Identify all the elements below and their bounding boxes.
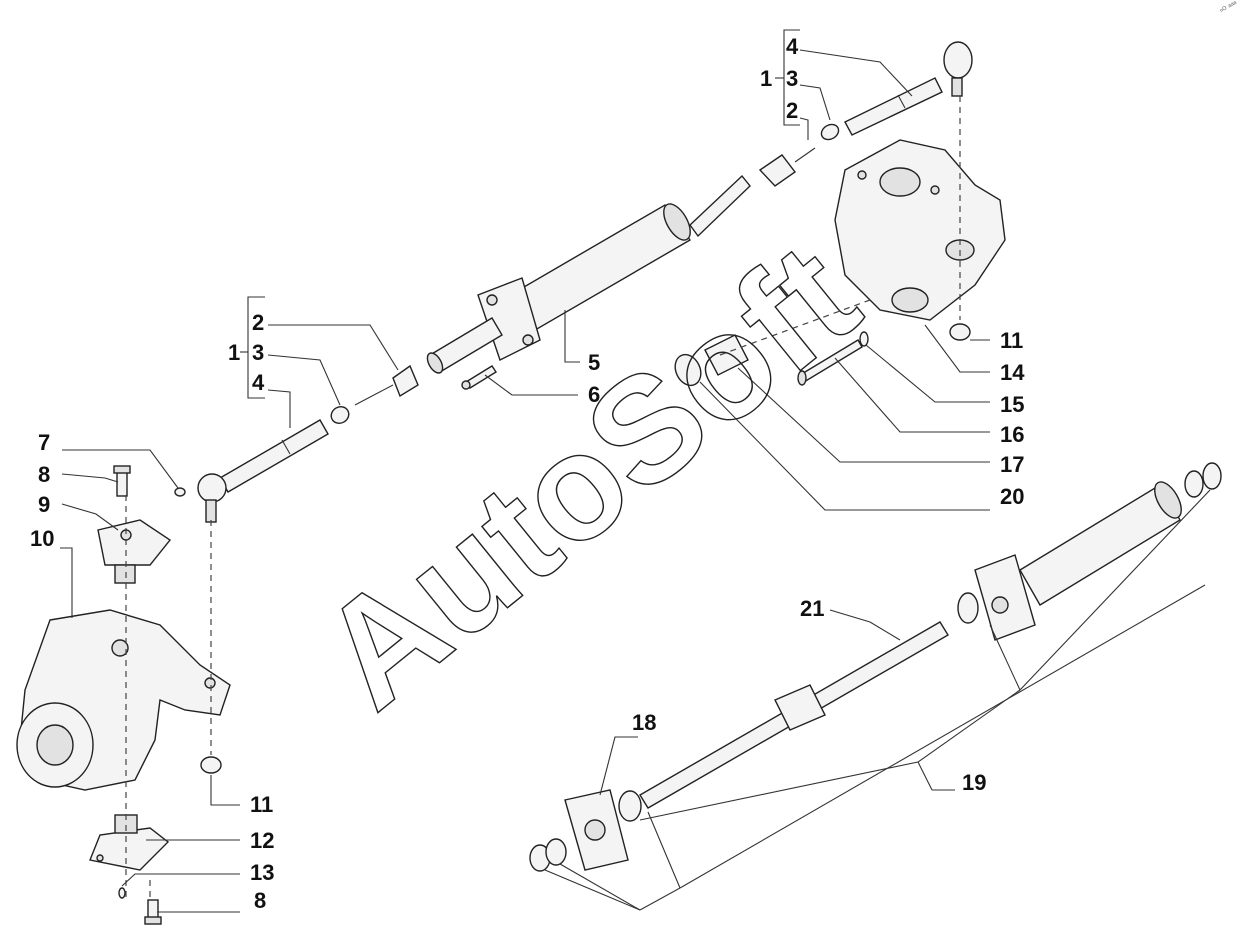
nut-11-left (200, 756, 222, 774)
callout-16: 16 (1000, 422, 1024, 447)
callout-14: 14 (1000, 360, 1025, 385)
grease-fitting-13 (118, 887, 126, 899)
washer-15 (859, 331, 869, 347)
upper-tie-rod (844, 41, 973, 136)
callout-9: 9 (38, 492, 50, 517)
callout-18: 18 (632, 710, 656, 735)
callout-upper-4: 4 (786, 34, 799, 59)
lower-tie-rod (197, 419, 329, 523)
bolt-6 (461, 365, 497, 390)
bushing-17 (704, 334, 749, 376)
callout-lower-1: 1 (228, 340, 240, 365)
callout-labels: 1 4 3 2 2 1 3 4 5 6 7 8 9 10 11 12 13 8 … (30, 34, 1025, 913)
callout-19: 19 (962, 770, 986, 795)
upper-ball-joint (758, 147, 816, 187)
callout-6: 6 (588, 382, 600, 407)
callout-12: 12 (250, 828, 274, 853)
callout-lower-4: 4 (252, 370, 265, 395)
callout-lower-2: 2 (252, 310, 264, 335)
left-steering-knuckle (16, 609, 231, 791)
lower-nut (330, 406, 350, 424)
upper-kingpin-arm (97, 519, 172, 584)
lower-kingpin-arm (89, 814, 170, 871)
callout-lower-3: 3 (252, 340, 264, 365)
seal-rings (529, 462, 1222, 872)
right-knuckle-boss (949, 323, 971, 341)
bolt-8-bottom (144, 899, 162, 925)
callout-21: 21 (800, 596, 824, 621)
callout-7: 7 (38, 430, 50, 455)
callout-5: 5 (588, 350, 600, 375)
assembly-axes (125, 96, 961, 900)
corner-mark: ⁿᴼ ᵃᵃᵃ (1219, 0, 1240, 16)
callout-upper-2: 2 (786, 98, 798, 123)
pin-16 (797, 339, 863, 386)
end-cap-18 (564, 789, 629, 871)
upper-nut (820, 123, 840, 141)
callout-8-bottom: 8 (254, 888, 266, 913)
right-steering-knuckle (834, 139, 1006, 321)
callout-10: 10 (30, 526, 54, 551)
bushing-20 (674, 353, 702, 387)
callout-13: 13 (250, 860, 274, 885)
grease-fitting-7 (174, 487, 186, 497)
callout-11-left: 11 (250, 792, 273, 817)
lower-cylinder-barrel (974, 481, 1182, 641)
callout-15: 15 (1000, 392, 1024, 417)
lower-ball-joint (354, 364, 419, 406)
callout-8-top: 8 (38, 462, 50, 487)
callout-11-right: 11 (1000, 328, 1023, 353)
steering-cylinder (426, 174, 751, 374)
lower-cylinder-rod (639, 621, 949, 809)
callout-17: 17 (1000, 452, 1024, 477)
callout-upper-1: 1 (760, 66, 772, 91)
callout-upper-3: 3 (786, 66, 798, 91)
callout-20: 20 (1000, 484, 1024, 509)
leader-lines (60, 29, 1211, 913)
bolt-8-top (113, 465, 131, 497)
